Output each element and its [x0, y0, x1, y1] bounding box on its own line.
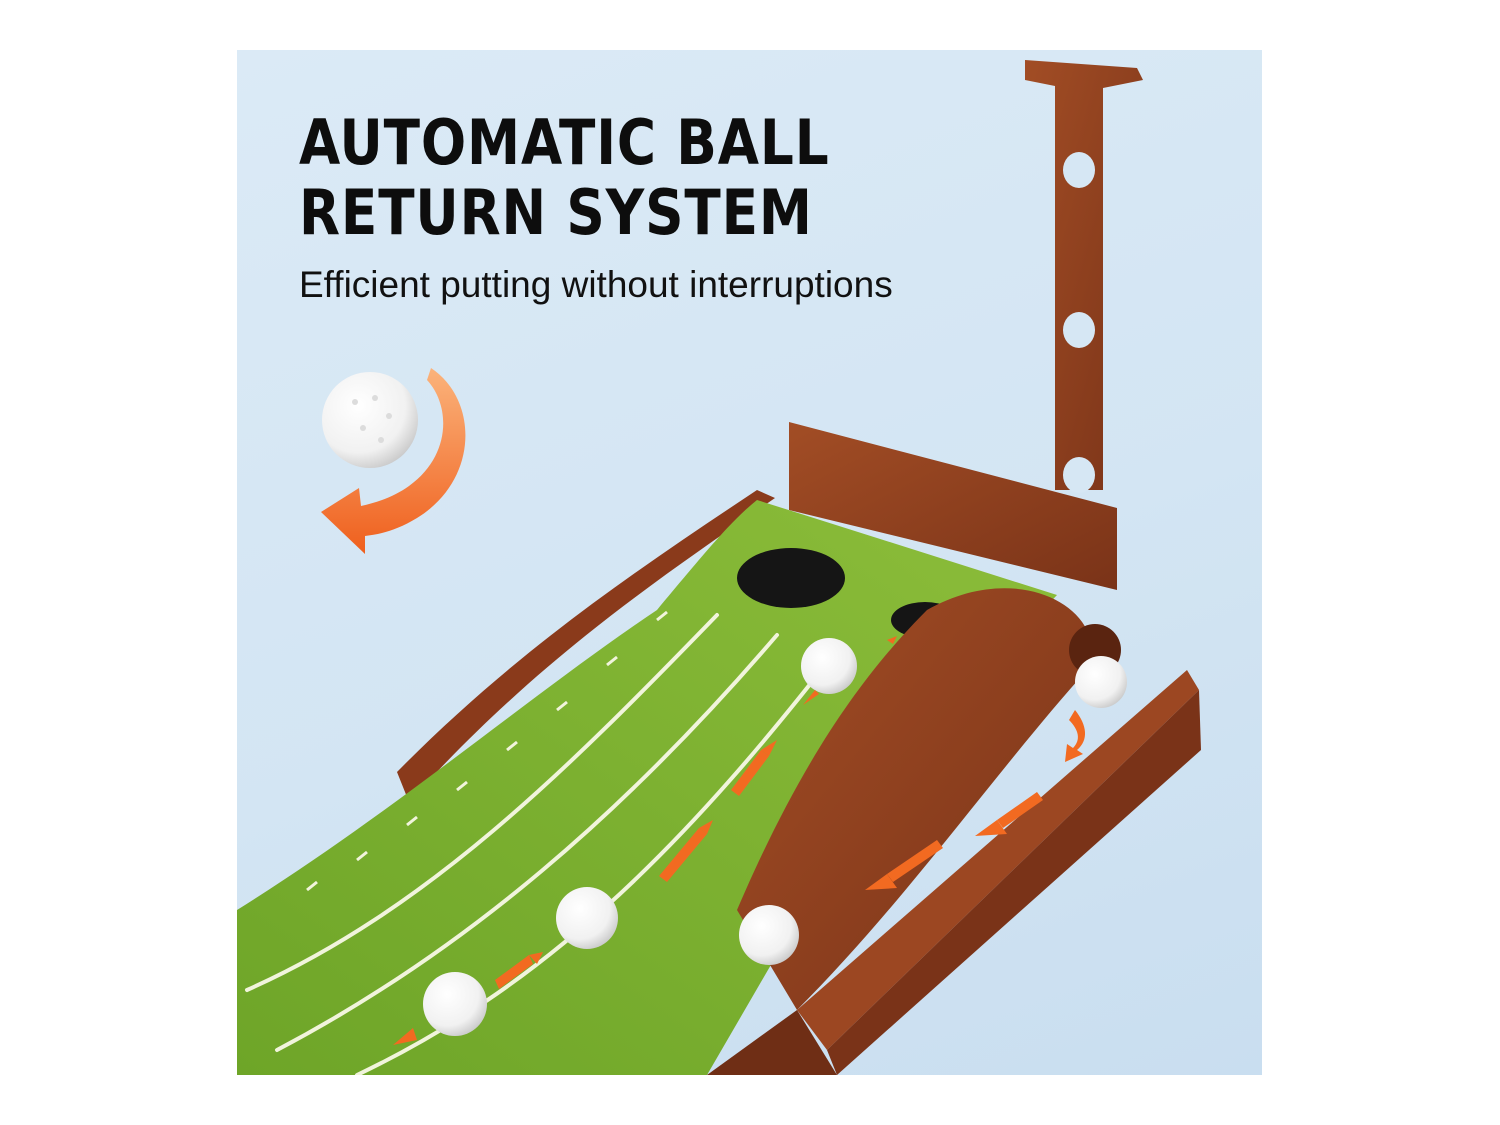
headline: AUTOMATIC BALL RETURN SYSTEM	[299, 106, 830, 249]
putting-green-illustration	[237, 60, 1201, 1075]
direction-arrow-icon	[393, 636, 897, 1045]
golf-ball-icon	[423, 638, 1127, 1036]
return-arrow-icon	[865, 710, 1086, 890]
cup-hole-large	[737, 548, 845, 608]
ball-holder-post	[1025, 60, 1143, 493]
putting-turf	[237, 500, 1057, 1075]
curved-return-arrow-icon	[321, 368, 466, 554]
product-image-panel: AUTOMATIC BALL RETURN SYSTEM Efficient p…	[237, 50, 1262, 1075]
subheadline: Efficient putting without interruptions	[299, 264, 893, 305]
back-board	[789, 422, 1117, 590]
distance-ticks	[306, 610, 668, 892]
ball-return-track	[707, 588, 1201, 1075]
alignment-lines	[245, 613, 839, 1075]
golf-ball-icon	[322, 372, 418, 468]
